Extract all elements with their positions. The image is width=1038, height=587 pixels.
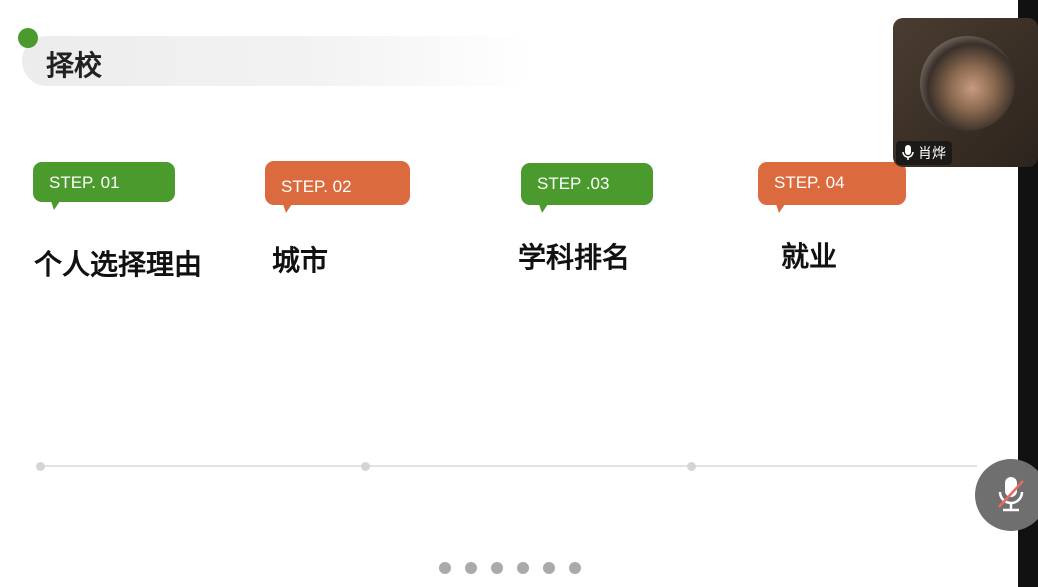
page-dot[interactable]	[517, 562, 529, 574]
participant-name: 肖烨	[918, 146, 946, 162]
title-bar	[22, 36, 532, 86]
timeline-node	[687, 462, 696, 471]
step-heading-1: 个人选择理由	[34, 248, 203, 281]
step-badge-1: STEP. 01	[33, 162, 175, 210]
mute-toggle-button[interactable]	[975, 459, 1038, 531]
step-badge-4: STEP. 04	[758, 162, 906, 213]
title-dot	[18, 28, 38, 48]
page-dot[interactable]	[491, 562, 503, 574]
step-badge-2: STEP. 02	[265, 161, 410, 213]
participant-name-tag: 肖烨	[896, 141, 952, 165]
participant-avatar	[920, 36, 1015, 131]
microphone-muted-icon	[998, 477, 1024, 512]
step-heading-4: 就业	[781, 240, 838, 273]
page-dot[interactable]	[543, 562, 555, 574]
timeline-node	[361, 462, 370, 471]
participant-video-tile[interactable]: 肖烨	[893, 18, 1038, 167]
slide-title: 择校	[46, 49, 103, 82]
step-heading-3: 学科排名	[518, 241, 631, 274]
step-badge-3: STEP .03	[521, 163, 653, 213]
microphone-icon	[902, 145, 914, 160]
page-indicator	[439, 562, 581, 574]
page-dot[interactable]	[465, 562, 477, 574]
timeline	[40, 465, 977, 467]
page-dot[interactable]	[569, 562, 581, 574]
timeline-node	[36, 462, 45, 471]
step-heading-2: 城市	[272, 244, 329, 277]
page-dot[interactable]	[439, 562, 451, 574]
